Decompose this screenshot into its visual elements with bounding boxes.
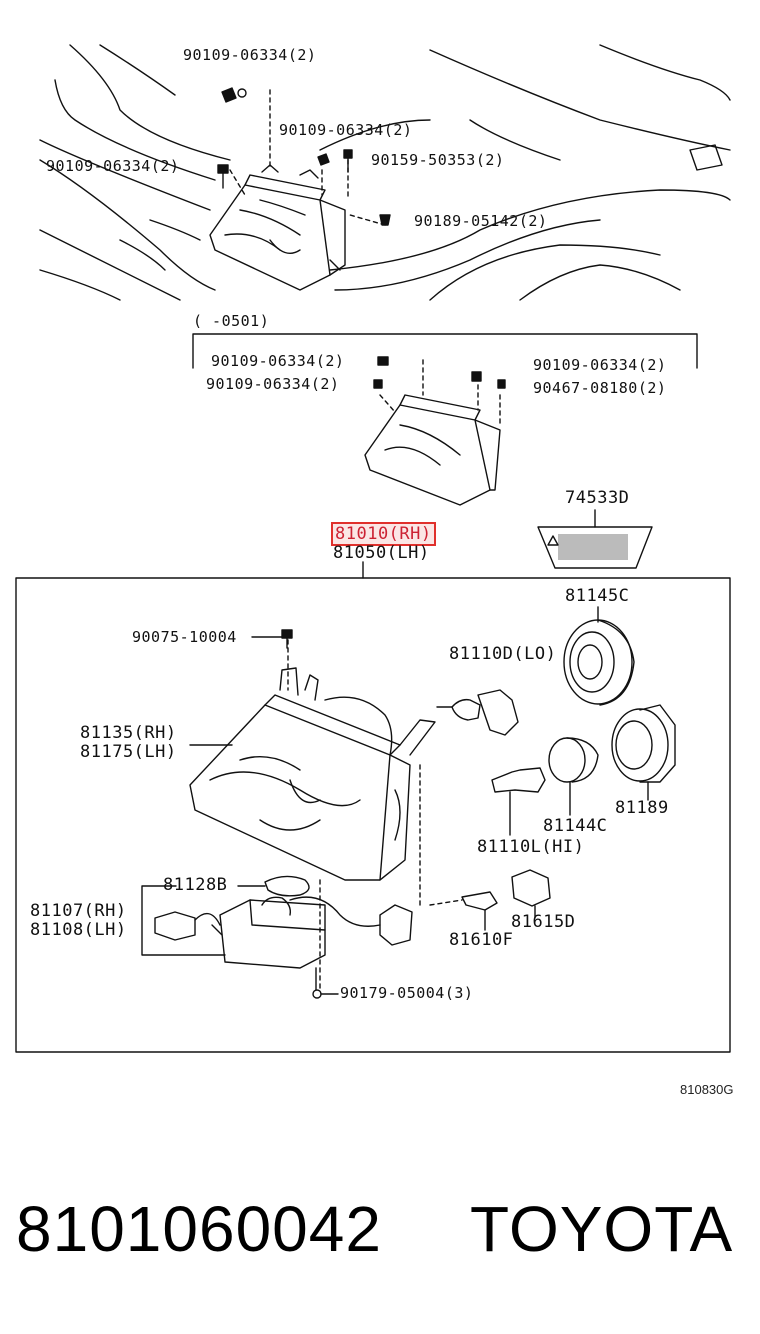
vehicle-body-outline <box>39 44 731 301</box>
assembly-lh-part-number: 81050(LH) <box>333 543 430 563</box>
screw-drawing <box>281 629 293 649</box>
assembly-rh-part-number[interactable]: 81010(RH) <box>331 522 436 546</box>
mid-label-screw-1: 90109-06334(2) <box>211 352 345 370</box>
label-bulb-socket: 81144C <box>543 816 608 836</box>
label-lens-lh: 81175(LH) <box>80 742 177 762</box>
bulb-cap-drawing <box>611 704 676 801</box>
label-lens-rh: 81135(RH) <box>80 723 177 743</box>
assembly-rh-highlight[interactable]: 81010(RH) <box>331 522 436 546</box>
top-label-screw-1: 90109-06334(2) <box>183 46 317 64</box>
label-bulb-cap: 81189 <box>615 798 669 818</box>
label-gasket: 81128B <box>163 875 228 895</box>
top-headlamp-drawing <box>209 89 386 291</box>
top-label-screw-2: 90109-06334(2) <box>279 121 413 139</box>
assembly-box <box>15 577 731 1053</box>
label-small-bulb: 81610F <box>449 930 514 950</box>
mid-label-bolt: 90467-08180(2) <box>533 379 667 397</box>
small-bulb-drawing <box>429 891 498 931</box>
small-socket-drawing <box>511 869 551 919</box>
label-low-bulb: 81110D(LO) <box>449 644 557 664</box>
nut-drawing <box>312 989 339 999</box>
date-range-bracket <box>192 333 698 369</box>
bulb-socket-drawing <box>548 737 599 816</box>
main-headlamp-drawing <box>189 639 436 991</box>
label-small-socket: 81615D <box>511 912 576 932</box>
date-range-label: ( -0501) <box>193 312 270 330</box>
gasket-drawing <box>237 875 310 897</box>
mid-headlamp-drawing <box>364 359 501 506</box>
label-nut: 90179-05004(3) <box>340 984 474 1002</box>
footer-brand: TOYOTA <box>470 1193 734 1265</box>
label-ballast-lh: 81108(LH) <box>30 920 127 940</box>
top-label-screw-3: 90109-06334(2) <box>46 157 180 175</box>
bulb-cover-drawing <box>563 606 635 706</box>
top-fasteners <box>217 87 391 226</box>
top-label-clip: 90189-05142(2) <box>414 212 548 230</box>
mid-label-screw-3: 90109-06334(2) <box>533 356 667 374</box>
label-ballast-rh: 81107(RH) <box>30 901 127 921</box>
mid-label-screw-2: 90109-06334(2) <box>206 375 340 393</box>
caution-label-drawing <box>537 509 653 569</box>
diagram-code: 810830G <box>680 1082 734 1097</box>
high-beam-bulb-drawing <box>491 767 546 836</box>
mid-fasteners <box>373 356 506 389</box>
ballast-drawing <box>154 896 413 991</box>
caution-label-part-number: 74533D <box>565 488 630 508</box>
label-screw: 90075-10004 <box>132 628 237 646</box>
label-high-bulb: 81110L(HI) <box>477 837 585 857</box>
label-bulb-cover: 81145C <box>565 586 630 606</box>
low-beam-bulb-drawing <box>436 689 519 736</box>
footer-part-number: 8101060042 <box>16 1193 382 1265</box>
top-label-bolt: 90159-50353(2) <box>371 151 505 169</box>
